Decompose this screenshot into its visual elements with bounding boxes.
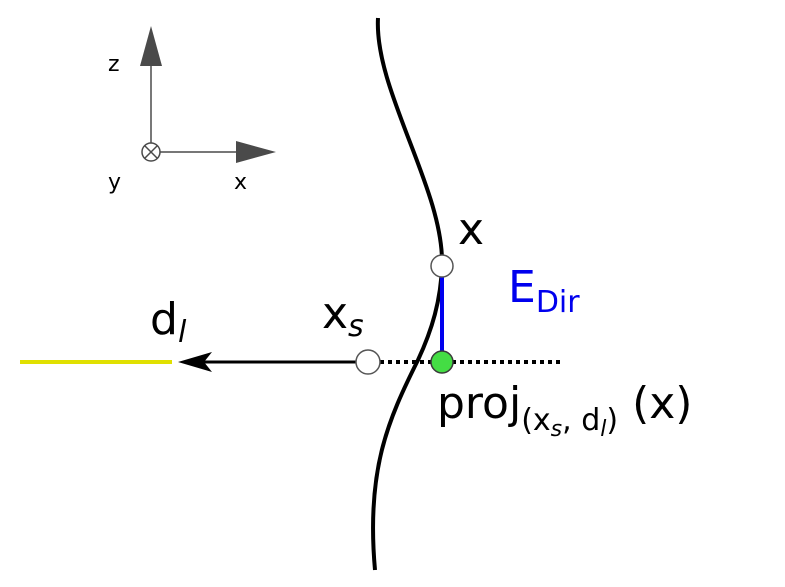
- z-axis-label: z: [108, 52, 120, 77]
- x-axis-arrowhead: [236, 141, 276, 163]
- projection-main: proj: [437, 378, 521, 429]
- edir-label-sub: Dir: [536, 285, 580, 320]
- source-point-sub: s: [348, 309, 364, 344]
- y-axis-into-page-icon: [141, 142, 161, 162]
- ray-direction-main: d: [150, 294, 178, 345]
- projection-sub-l: l: [600, 417, 606, 442]
- y-axis-label: y: [108, 170, 121, 195]
- ray-direction-sub: l: [178, 315, 187, 350]
- point-x-label: x: [458, 204, 484, 255]
- projection-sub-open: (x: [521, 403, 550, 438]
- source-point-xs: [355, 349, 381, 375]
- projection-sub-close: ): [606, 403, 618, 438]
- surface-point-x: [430, 254, 454, 278]
- axis-indicator: z x y: [108, 26, 276, 195]
- projection-argument: (x): [618, 378, 692, 429]
- projection-label: proj(xs, dl) (x): [437, 378, 692, 442]
- ray-direction-label: dl: [150, 294, 187, 350]
- projection-sub-s: s: [551, 417, 562, 442]
- surface-curve: [370, 17, 445, 571]
- source-point-main: x: [322, 288, 348, 339]
- projection-sub-comma-d: , d: [562, 403, 600, 438]
- edir-label-main: E: [508, 262, 536, 313]
- source-point-label: xs: [322, 288, 364, 344]
- x-axis-label: x: [234, 170, 247, 195]
- projection-point: [430, 350, 454, 374]
- ray-arrowhead: [178, 352, 212, 372]
- z-axis-arrowhead: [140, 26, 162, 66]
- edir-label: EDir: [508, 262, 580, 320]
